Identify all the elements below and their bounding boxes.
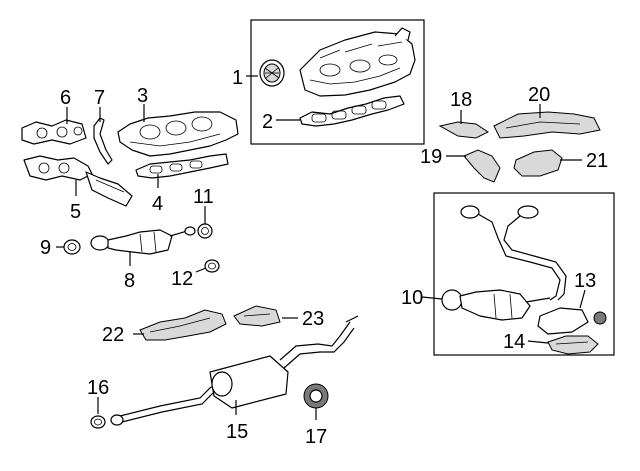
part-1-screen-gasket (259, 59, 285, 87)
part-2-manifold-gasket (299, 95, 405, 127)
front-pipe-inset (433, 192, 615, 356)
callout-7: 7 (94, 87, 105, 109)
callout-23: 23 (302, 308, 324, 330)
inset-frame-manifold (250, 19, 425, 145)
part-3-intake-manifold (117, 111, 239, 157)
part-21-heat-shield (513, 149, 563, 177)
callout-13: 13 (574, 270, 596, 292)
callout-1: 1 (232, 67, 243, 89)
part-23-heat-shield (233, 305, 281, 327)
callout-20: 20 (528, 84, 550, 106)
part-20-heat-shield (493, 111, 601, 139)
callout-4: 4 (152, 193, 163, 215)
callout-6: 6 (60, 87, 71, 109)
part-15-muffler-assembly (110, 315, 359, 426)
part-4-manifold-gasket (135, 153, 229, 179)
part-8-front-converter (90, 226, 196, 255)
callout-18: 18 (450, 89, 472, 111)
part-18-heat-shield (438, 121, 489, 139)
intake-manifold-inset (246, 19, 425, 145)
part-16-gasket-ring (90, 415, 106, 429)
callout-11: 11 (193, 186, 214, 208)
callout-3: 3 (137, 85, 148, 107)
part-12-gasket-ring (204, 259, 220, 273)
inset-frame-pipe (433, 192, 615, 356)
callout-22: 22 (102, 324, 124, 346)
part-6-exhaust-gasket (21, 119, 87, 145)
part-19-heat-shield (463, 149, 501, 183)
callout-16: 16 (87, 377, 109, 399)
part-1-intake-plenum (299, 27, 416, 97)
part-9-gasket-ring (63, 239, 81, 255)
part-22-heat-shield (139, 309, 227, 341)
callout-10: 10 (401, 287, 423, 309)
callout-2: 2 (262, 111, 273, 133)
callout-19: 19 (420, 146, 442, 168)
callout-21: 21 (586, 150, 608, 172)
part-14-converter-shield (547, 335, 599, 355)
callout-8: 8 (124, 270, 135, 292)
part-13-oxygen-sensor-bracket (537, 307, 607, 335)
part-17-hanger-insulator (303, 383, 329, 409)
callout-14: 14 (503, 331, 525, 353)
part-10-front-pipe (441, 205, 567, 321)
part-7-bracket (93, 117, 113, 165)
callout-12: 12 (171, 268, 193, 290)
part-5-exhaust-manifold-converter (23, 155, 133, 207)
part-11-gasket-ring (197, 223, 213, 239)
callout-9: 9 (40, 237, 51, 259)
callout-5: 5 (70, 201, 81, 223)
callout-labels: 1 2 3 4 5 6 7 8 9 10 11 12 13 14 15 16 1… (40, 67, 608, 448)
leader-lines (56, 104, 586, 420)
callout-15: 15 (226, 421, 248, 443)
callout-17: 17 (305, 426, 327, 448)
